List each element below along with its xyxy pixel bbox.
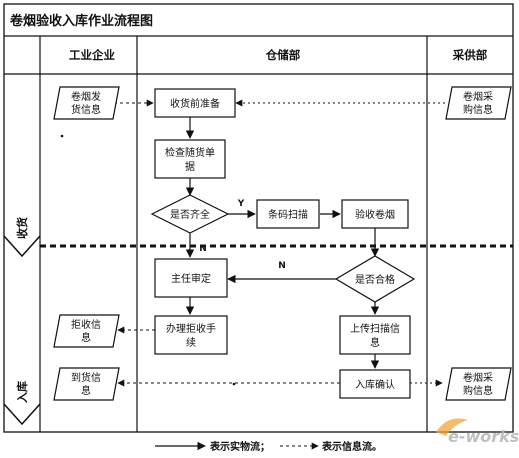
watermark-swoosh-icon — [436, 418, 468, 436]
node-accept-cigs-label: 验收卷烟 — [355, 208, 395, 221]
scan-speck — [232, 382, 236, 386]
node-handle-reject-line2: 续 — [186, 336, 196, 349]
node-upload-scan-line1: 上传扫描信 — [350, 322, 400, 335]
legend-info-label: 表示信息流。 — [321, 440, 382, 453]
node-qualified-decision — [334, 255, 416, 303]
watermark-text: e-works — [448, 427, 519, 446]
node-purchase-info-top — [445, 86, 512, 120]
scan-speck — [60, 134, 64, 138]
node-handle-reject — [154, 315, 228, 355]
node-purchase-info-bottom-line1: 卷烟采 — [463, 371, 493, 384]
edge-label-yes: Y — [237, 199, 245, 209]
node-complete-decision — [150, 194, 230, 234]
column-header-industry: 工业企业 — [69, 48, 115, 62]
node-complete-decision-label: 是否齐全 — [170, 208, 210, 221]
node-arrival-info — [53, 367, 120, 401]
diagram-frame — [3, 3, 514, 433]
node-barcode-scan-label: 条码扫描 — [268, 208, 308, 221]
node-supervisor — [154, 258, 228, 298]
node-arrival-info-line1: 到货信 — [71, 371, 101, 384]
node-barcode-scan — [256, 199, 320, 229]
node-ship-info — [53, 86, 120, 120]
node-ship-info-line1: 卷烟发 — [71, 90, 101, 103]
node-reject-info-line1: 拒收信 — [71, 318, 101, 331]
lane-marker-storage — [3, 403, 41, 426]
node-check-docs — [154, 139, 226, 179]
node-pre-receipt — [154, 88, 236, 118]
node-check-docs-line1: 检查随货单 — [165, 146, 215, 159]
lane-label-storage: 入库 — [15, 381, 29, 403]
legend-physical-label: 表示实物流； — [209, 440, 270, 453]
node-pre-receipt-label: 收货前准备 — [170, 97, 220, 110]
node-check-docs-line2: 据 — [185, 160, 195, 173]
node-upload-scan — [339, 315, 411, 355]
node-arrival-info-line2: 息 — [81, 384, 91, 397]
column-header-warehouse: 仓储部 — [265, 48, 301, 62]
node-confirm-storage — [339, 369, 411, 399]
node-qualified-decision-label: 是否合格 — [355, 273, 395, 286]
node-reject-info-line2: 息 — [81, 331, 91, 344]
node-handle-reject-line1: 办理拒收手 — [166, 322, 216, 335]
node-purchase-info-top-line1: 卷烟采 — [463, 90, 493, 103]
node-supervisor-label: 主任审定 — [171, 272, 211, 285]
diagram-title: 卷烟验收入库作业流程图 — [10, 13, 153, 29]
node-upload-scan-line2: 息 — [370, 336, 380, 349]
edge-label-no-complete: N — [199, 244, 207, 254]
column-header-purchase: 采供部 — [452, 48, 488, 62]
node-confirm-storage-label: 入库确认 — [355, 378, 395, 391]
node-accept-cigs — [341, 199, 409, 229]
node-purchase-info-bottom — [445, 367, 512, 401]
node-purchase-info-bottom-line2: 购信息 — [463, 384, 493, 397]
node-purchase-info-top-line2: 购信息 — [463, 103, 493, 116]
node-ship-info-line2: 货信息 — [71, 103, 101, 116]
node-reject-info — [53, 314, 120, 348]
lane-marker-receiving — [3, 235, 41, 258]
eworks-watermark: e-works — [436, 418, 519, 446]
lane-label-receiving: 收货 — [15, 217, 29, 239]
edge-label-no-qualified: N — [278, 261, 286, 271]
